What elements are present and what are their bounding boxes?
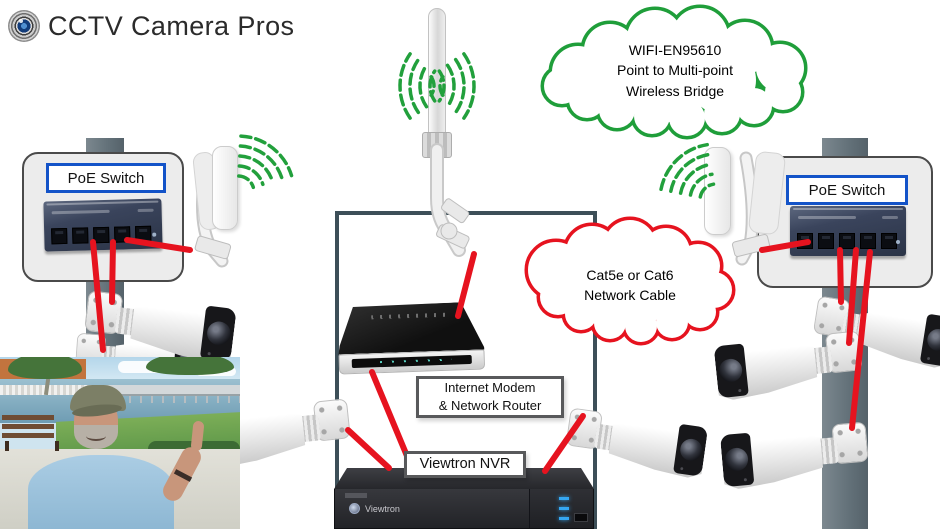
ethernet-port bbox=[818, 233, 834, 249]
wifi-callout-line: Point to Multi-point bbox=[617, 62, 733, 79]
camera-lens bbox=[725, 447, 750, 472]
camera-body bbox=[713, 333, 819, 401]
brand-logo: CCTV Camera Pros bbox=[8, 10, 294, 42]
nvr-led bbox=[559, 507, 569, 510]
ethernet-port bbox=[72, 227, 89, 244]
switch-print bbox=[798, 216, 856, 219]
camera-lens bbox=[205, 321, 231, 347]
nvr-label: Viewtron NVR bbox=[404, 451, 526, 478]
right-poe-switch-label: PoE Switch bbox=[786, 175, 908, 205]
camera-body bbox=[854, 300, 940, 369]
camera-lens bbox=[925, 328, 940, 353]
camera-face bbox=[720, 433, 754, 486]
cable-callout: Cat5e or Cat6 Network Cable bbox=[545, 265, 715, 306]
ethernet-ports bbox=[797, 233, 897, 249]
omni-antenna-icon bbox=[428, 8, 446, 136]
ethernet-port bbox=[839, 233, 855, 249]
wifi-callout-line: WIFI-EN95610 bbox=[628, 42, 722, 58]
camera-face bbox=[920, 314, 940, 366]
brand-name: CCTV Camera Pros bbox=[48, 10, 295, 41]
nvr-io-panel bbox=[529, 489, 593, 528]
photo-man-shirt bbox=[28, 455, 174, 529]
ethernet-port bbox=[797, 233, 813, 249]
camera-lens-icon bbox=[8, 10, 40, 42]
camera-lens bbox=[678, 438, 703, 463]
power-led bbox=[896, 240, 900, 244]
ethernet-port bbox=[114, 226, 131, 243]
cable-callout-line: Cat5e or Cat6 bbox=[586, 267, 674, 283]
cable-callout-line: Network Cable bbox=[584, 287, 676, 304]
power-led bbox=[152, 232, 157, 237]
photo-palm bbox=[8, 357, 82, 379]
ethernet-port bbox=[51, 227, 68, 245]
photo-dock bbox=[96, 385, 240, 403]
nvr-led bbox=[559, 497, 569, 500]
wifi-bridge-callout: WIFI-EN95610 Point to Multi-point Wirele… bbox=[575, 40, 775, 101]
camera-body bbox=[720, 424, 825, 490]
nvr-brand-text: Viewtron bbox=[365, 503, 400, 514]
camera-face bbox=[200, 306, 237, 361]
left-poe-switch-device bbox=[43, 198, 163, 252]
viewtron-logo-icon bbox=[349, 503, 360, 514]
router-vents bbox=[371, 313, 449, 320]
antenna-mount-block bbox=[422, 132, 452, 158]
router-front bbox=[338, 349, 486, 375]
wifi-callout-line: Wireless Bridge bbox=[625, 82, 725, 99]
ethernet-port bbox=[860, 233, 876, 249]
switch-print bbox=[882, 216, 898, 219]
modem-router-device bbox=[337, 301, 486, 376]
bullet-camera bbox=[715, 414, 871, 499]
ethernet-ports bbox=[51, 225, 152, 245]
switch-print bbox=[137, 208, 154, 213]
nvr-device: Viewtron bbox=[334, 468, 594, 529]
modem-label-line: Internet Modem bbox=[444, 379, 536, 395]
ethernet-port bbox=[93, 226, 110, 244]
ethernet-port bbox=[135, 225, 152, 243]
camera-face bbox=[673, 424, 708, 476]
camera-face bbox=[714, 344, 749, 398]
nvr-brand: Viewtron bbox=[349, 503, 400, 514]
camera-body bbox=[607, 412, 709, 480]
ethernet-port bbox=[881, 233, 897, 249]
right-wireless-bridge-antenna bbox=[704, 147, 731, 235]
nvr-label-text: Viewtron NVR bbox=[419, 456, 511, 473]
modem-router-label: Internet Modem & Network Router bbox=[416, 376, 564, 418]
modem-label-line: & Network Router bbox=[438, 398, 542, 413]
installer-photo bbox=[0, 357, 240, 529]
nvr-top bbox=[334, 468, 594, 489]
right-poe-switch-device bbox=[790, 206, 906, 256]
photo-bench bbox=[2, 415, 59, 451]
router-top bbox=[337, 301, 485, 354]
left-poe-switch-label: PoE Switch bbox=[46, 163, 166, 193]
usb-port bbox=[574, 513, 588, 522]
nvr-led bbox=[559, 517, 569, 520]
camera-body bbox=[129, 294, 237, 365]
camera-lens bbox=[719, 358, 744, 383]
switch-print bbox=[51, 209, 110, 215]
nvr-front: Viewtron bbox=[334, 489, 594, 529]
router-led-slot bbox=[351, 354, 472, 369]
left-wireless-bridge-antenna bbox=[212, 146, 238, 230]
photo-palm bbox=[146, 357, 234, 375]
